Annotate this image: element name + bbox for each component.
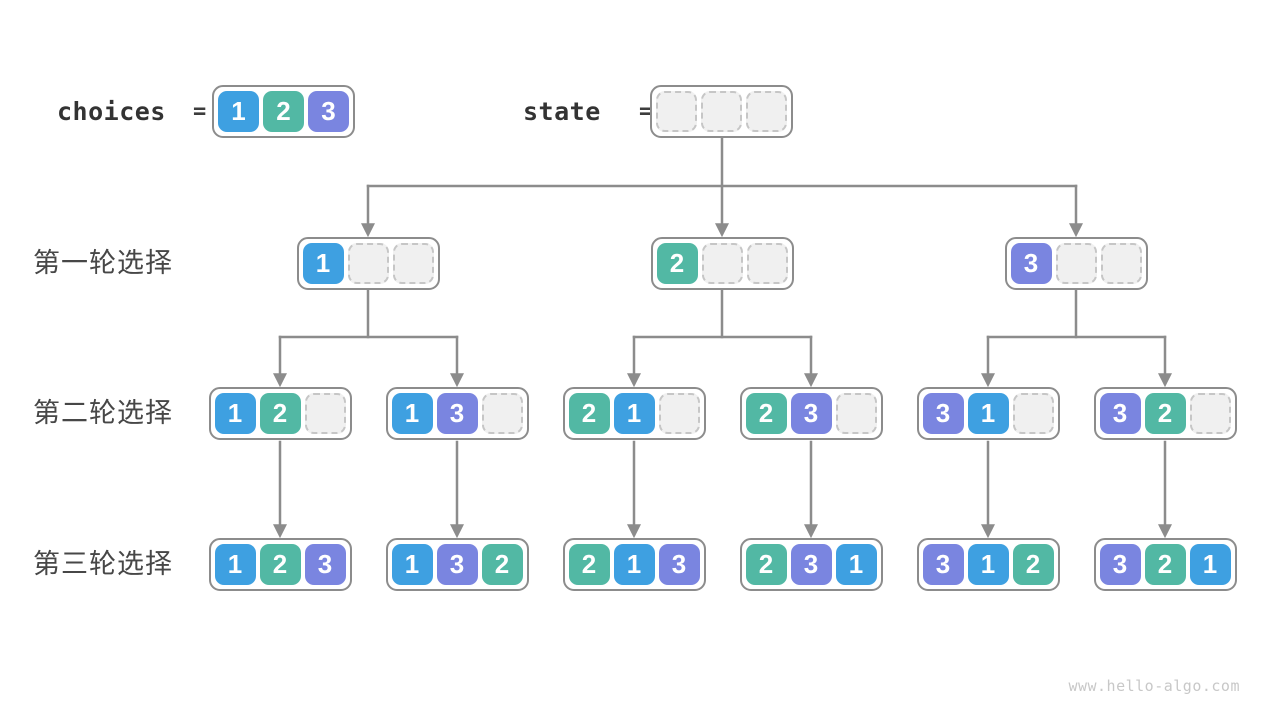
value-cell-1: 1 [302, 243, 344, 284]
empty-slot [392, 243, 434, 284]
empty-slot [746, 91, 787, 132]
state-node-3__: 3 [1004, 237, 1148, 290]
value-cell-3: 3 [304, 544, 346, 585]
empty-slot [481, 393, 523, 434]
empty-slot [835, 393, 877, 434]
value-cell-3: 3 [922, 393, 964, 434]
state-node-2__: 2 [650, 237, 794, 290]
value-cell-2: 2 [745, 544, 787, 585]
value-cell-1: 1 [613, 393, 655, 434]
value-cell-3: 3 [308, 91, 349, 132]
value-cell-1: 1 [967, 544, 1009, 585]
empty-slot [1100, 243, 1142, 284]
value-cell-2: 2 [481, 544, 523, 585]
value-cell-1: 1 [1189, 544, 1231, 585]
empty-slot [701, 91, 742, 132]
value-cell-2: 2 [568, 544, 610, 585]
value-cell-1: 1 [835, 544, 877, 585]
choices-equals-sign: = [193, 99, 207, 124]
value-cell-1: 1 [391, 393, 433, 434]
state-node-1__: 1 [296, 237, 440, 290]
empty-slot [1189, 393, 1231, 434]
value-cell-3: 3 [790, 544, 832, 585]
value-cell-1: 1 [214, 544, 256, 585]
empty-slot [304, 393, 346, 434]
empty-slot [1055, 243, 1097, 284]
value-cell-3: 3 [1010, 243, 1052, 284]
value-cell-3: 3 [436, 544, 478, 585]
value-cell-1: 1 [391, 544, 433, 585]
value-cell-1: 1 [218, 91, 259, 132]
value-cell-2: 2 [263, 91, 304, 132]
round-1-label: 第一轮选择 [33, 248, 173, 278]
round-2-label: 第二轮选择 [33, 398, 173, 428]
value-cell-3: 3 [1099, 544, 1141, 585]
value-cell-2: 2 [568, 393, 610, 434]
empty-slot [658, 393, 700, 434]
state-equals-sign: = [639, 99, 653, 124]
choices-label: choices [57, 97, 166, 126]
value-cell-2: 2 [259, 393, 301, 434]
watermark: www.hello-algo.com [1068, 677, 1240, 695]
value-cell-3: 3 [658, 544, 700, 585]
state-label: state [523, 97, 601, 126]
value-cell-2: 2 [745, 393, 787, 434]
value-cell-2: 2 [1144, 393, 1186, 434]
value-cell-2: 2 [259, 544, 301, 585]
value-cell-3: 3 [790, 393, 832, 434]
empty-slot [347, 243, 389, 284]
value-cell-1: 1 [967, 393, 1009, 434]
empty-slot [656, 91, 697, 132]
value-cell-3: 3 [1099, 393, 1141, 434]
state-root-array [650, 85, 793, 138]
round-3-label: 第三轮选择 [33, 549, 173, 579]
value-cell-3: 3 [922, 544, 964, 585]
value-cell-1: 1 [214, 393, 256, 434]
empty-slot [746, 243, 788, 284]
empty-slot [701, 243, 743, 284]
value-cell-1: 1 [613, 544, 655, 585]
empty-slot [1012, 393, 1054, 434]
value-cell-3: 3 [436, 393, 478, 434]
value-cell-2: 2 [1012, 544, 1054, 585]
value-cell-2: 2 [656, 243, 698, 284]
value-cell-2: 2 [1144, 544, 1186, 585]
